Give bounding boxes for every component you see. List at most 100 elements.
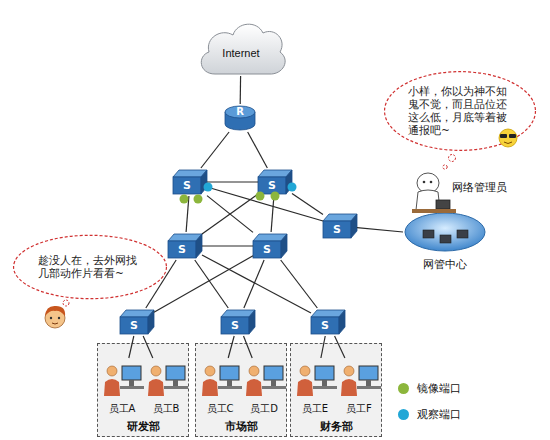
observe-port (288, 183, 297, 192)
employee-workstation: 员工D (242, 358, 286, 418)
person-body (148, 379, 164, 396)
pc-icon (423, 230, 434, 238)
network-link (186, 196, 189, 232)
monitor-stand (271, 380, 276, 386)
edge-layer (129, 76, 403, 358)
node-label: 小样，你以为神不知鬼不觉，而且品位还这么低，月底等着被通报吧~ (408, 85, 512, 137)
person-head (205, 366, 215, 376)
network-link (321, 336, 325, 358)
employee-workstation: 员工C (198, 358, 242, 418)
switch-front (311, 317, 339, 334)
admin-figure (412, 173, 456, 213)
employee-workstation: 员工F (337, 358, 381, 418)
observe-port (204, 183, 213, 192)
network-link (240, 76, 242, 104)
bubble-outline (385, 72, 536, 151)
face-icons (45, 129, 517, 328)
legend-item: 镜像端口 (398, 381, 461, 396)
node-label: R (223, 105, 257, 119)
node-label: S (221, 317, 249, 334)
network-link (244, 260, 264, 308)
monitor-stand (322, 380, 327, 386)
network-link (281, 260, 318, 308)
switch-icon: S (173, 168, 207, 196)
switch-side (281, 234, 287, 258)
department-box: 市场部员工C员工D (195, 343, 287, 437)
switch-front (173, 177, 201, 194)
switch-side (339, 310, 345, 334)
legend-item: 观察端口 (398, 407, 461, 422)
monitor-stand (173, 380, 178, 386)
person-head (344, 366, 354, 376)
person-head (249, 366, 259, 376)
node-label: S (258, 177, 286, 194)
node-label: 市场部 (196, 419, 286, 434)
pc-icon (457, 230, 468, 238)
network-link (335, 336, 345, 358)
switch-side (196, 234, 202, 258)
switch-side (249, 310, 255, 334)
workstation-icon (337, 358, 381, 400)
node-label: S (168, 241, 196, 258)
switch-side (148, 310, 154, 334)
monitor (122, 366, 141, 380)
workstation-icon (293, 358, 337, 400)
mirror-port (271, 192, 280, 201)
network-link (228, 336, 234, 358)
person-body (341, 379, 357, 396)
switch-front (120, 317, 148, 334)
switch-front (323, 221, 351, 238)
workstation-icon (144, 358, 188, 400)
port-dots (180, 183, 297, 204)
bubble-tails (63, 155, 456, 307)
employee-workstation: 员工A (100, 358, 144, 418)
node-label: Internet (195, 24, 287, 82)
switch-icon: S (311, 308, 345, 336)
network-link (244, 336, 253, 358)
employee-workstation: 员工B (144, 358, 188, 418)
person-head (300, 366, 310, 376)
network-link (202, 245, 253, 246)
employee-workstation: 员工E (293, 358, 337, 418)
node-label: 趁没人在，去外网找几部动作片看看~ (38, 254, 142, 280)
switch-icon: S (168, 232, 202, 260)
switch-front (168, 241, 196, 258)
person-body (104, 379, 120, 396)
workstation-icon (100, 358, 144, 400)
workstation-icon (242, 358, 286, 400)
person-head (107, 366, 117, 376)
network-link (202, 255, 311, 313)
monitor (359, 366, 378, 380)
monitor (220, 366, 239, 380)
annotation-label: 网络管理员 (452, 180, 507, 195)
mirror-port (194, 195, 203, 204)
mirror-port (256, 192, 265, 201)
network-link (207, 187, 323, 221)
legend-label: 观察端口 (417, 407, 461, 422)
desk (357, 386, 381, 389)
node-label: 员工B (144, 402, 188, 416)
bubble-outline (14, 235, 167, 298)
network-link (207, 196, 253, 233)
node-label: S (173, 177, 201, 194)
switch-front (221, 317, 249, 334)
switch-icon: S (258, 168, 292, 196)
monitor-stand (227, 380, 232, 386)
node-label: 员工F (337, 402, 381, 416)
legend-label: 镜像端口 (417, 381, 461, 396)
network-link (202, 194, 258, 234)
legend-swatch (398, 409, 409, 420)
department-box: 研发部员工A员工B (97, 343, 189, 437)
router-icon: R (223, 104, 257, 132)
desk (313, 386, 337, 389)
node-label: 员工D (242, 402, 286, 416)
monitor-stand (129, 380, 134, 386)
network-link (154, 256, 253, 313)
switch-front (253, 241, 281, 258)
management-center: 网管中心 (403, 200, 487, 272)
person-body (202, 379, 218, 396)
network-link (248, 132, 268, 168)
network-link (143, 336, 153, 358)
internet-cloud: Internet (195, 18, 287, 76)
